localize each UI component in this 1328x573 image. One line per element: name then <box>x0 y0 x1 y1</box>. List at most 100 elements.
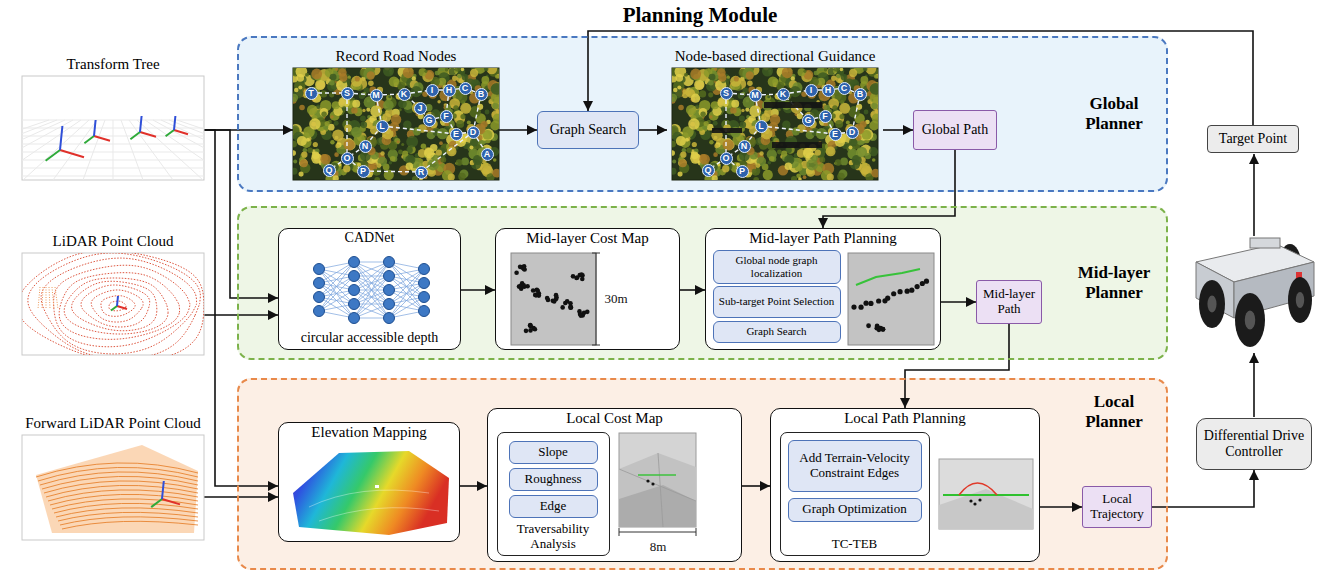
illustration-circle <box>721 120 730 129</box>
illustration-circle <box>386 95 392 101</box>
illustration-circle <box>682 92 688 98</box>
illustration-circle <box>885 296 890 301</box>
illustration-circle <box>327 81 337 91</box>
illustration-circle <box>448 148 454 154</box>
illustration-circle <box>848 150 857 159</box>
box-label: Sub-target Point Selection <box>719 295 834 308</box>
illustration-circle <box>409 127 413 131</box>
illustration-circle <box>673 132 683 142</box>
illustration-circle <box>428 154 434 160</box>
illustration-circle <box>354 108 362 116</box>
illustration-circle <box>400 74 412 86</box>
illustration-circle <box>773 82 778 87</box>
illustration-line <box>83 120 105 180</box>
illustration-circle <box>414 131 418 135</box>
illustration-circle <box>367 71 375 79</box>
illustration-circle <box>457 74 461 78</box>
illustration-circle <box>823 103 827 107</box>
illustration-circle <box>311 153 322 164</box>
illustration-circle <box>780 155 784 159</box>
illustration-circle <box>710 75 721 86</box>
panel-heading: LiDAR Point Cloud <box>53 233 174 250</box>
illustration-circle <box>447 147 457 157</box>
illustration-line <box>121 120 143 180</box>
illustration-g <box>1196 238 1314 347</box>
illustration-circle <box>307 137 311 141</box>
illustration-circle <box>741 92 746 97</box>
illustration-circle <box>747 81 753 87</box>
illustration-circle <box>873 108 877 112</box>
illustration-circle <box>332 101 340 109</box>
illustration-circle <box>392 156 398 162</box>
illustration-circle <box>826 147 836 157</box>
illustration-line <box>319 262 354 283</box>
illustration-circle <box>862 130 872 140</box>
illustration-line <box>140 116 142 132</box>
panel-title: Mid-layer Cost Map <box>526 230 648 247</box>
illustration-circle <box>772 136 778 142</box>
illustration-circle <box>852 80 857 85</box>
illustration-circle <box>486 74 489 77</box>
illustration-circle <box>474 140 479 145</box>
illustration-circle <box>850 143 854 147</box>
illustration-circle <box>798 90 802 94</box>
illustration-circle <box>811 154 818 161</box>
illustration-circle <box>331 71 336 76</box>
illustration-circle <box>714 68 717 71</box>
panel-title: Local Path Planning <box>844 410 966 427</box>
illustration-circle <box>751 157 759 165</box>
illustration-circle <box>714 136 718 140</box>
illustration-circle <box>300 159 308 167</box>
illustration-circle <box>866 96 870 100</box>
road-node-marker: E <box>829 128 842 141</box>
illustration-circle <box>351 76 362 87</box>
illustration-circle <box>394 82 399 87</box>
band-label: Mid-layer Planner <box>1068 263 1160 302</box>
illustration-circle <box>699 100 710 111</box>
illustration-circle <box>484 68 489 71</box>
illustration-circle <box>749 164 754 169</box>
illustration-circle <box>680 137 691 148</box>
illustration-circle <box>818 68 824 71</box>
illustration-circle <box>726 106 735 115</box>
group-box: Traversability AnalysisSlopeRoughnessEdg… <box>497 432 610 556</box>
illustration-circle <box>404 156 407 159</box>
illustration-circle <box>379 112 387 120</box>
illustration-line <box>389 276 424 283</box>
illustration-circle <box>352 128 362 138</box>
process-box: Global node graph localization <box>713 250 841 284</box>
illustration-circle <box>456 120 464 128</box>
illustration-circle <box>300 76 307 83</box>
illustration-circle <box>409 73 413 77</box>
illustration-circle <box>871 82 878 92</box>
illustration-line <box>162 481 164 499</box>
illustration-line <box>761 126 835 134</box>
illustration-circle <box>346 138 353 145</box>
node-illustration <box>22 415 204 540</box>
illustration-circle <box>672 97 676 104</box>
illustration-line <box>319 269 354 290</box>
dimension-label: 30m <box>604 291 627 307</box>
illustration-circle <box>403 68 414 78</box>
illustration-ellipse <box>1296 292 1304 308</box>
illustration-circle <box>682 75 693 86</box>
illustration-circle <box>672 124 681 136</box>
illustration-circle <box>769 122 779 132</box>
illustration-circle <box>458 173 466 180</box>
illustration-circle <box>678 159 687 168</box>
illustration-circle <box>718 73 727 82</box>
illustration-circle <box>370 164 375 169</box>
illustration-circle <box>679 163 689 173</box>
illustration-circle <box>696 81 704 89</box>
illustration-circle <box>451 104 455 108</box>
illustration-circle <box>735 84 742 91</box>
illustration-circle <box>708 80 713 85</box>
illustration-circle <box>496 110 499 114</box>
illustration-circle <box>442 170 453 180</box>
panel-heading: Node-based directional Guidance <box>675 48 876 65</box>
illustration-circle <box>435 71 440 76</box>
illustration-circle <box>794 128 798 132</box>
illustration-circle <box>335 144 340 149</box>
illustration-circle <box>798 177 802 180</box>
flow-arrow <box>499 129 537 131</box>
